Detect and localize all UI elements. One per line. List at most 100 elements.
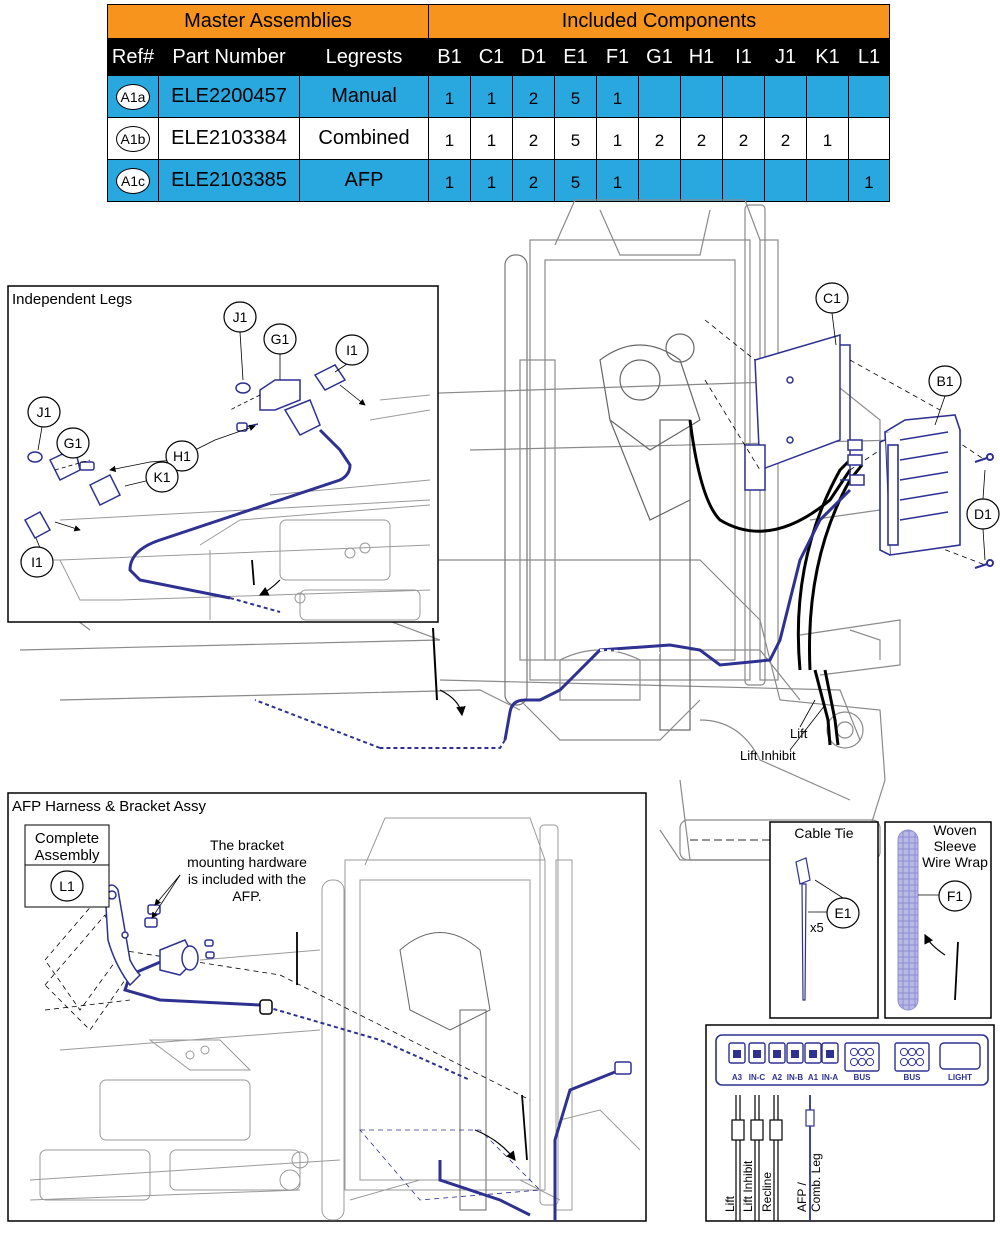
main-harness-black — [688, 419, 864, 746]
component-header-e1: E1 — [554, 38, 597, 76]
master-assemblies-header: Master Assemblies — [107, 4, 429, 39]
port-label: A2 — [772, 1073, 783, 1082]
woven-sleeve-tie — [924, 933, 959, 1001]
qty-cell: 1 — [848, 159, 890, 202]
component-header-d1: D1 — [512, 38, 555, 76]
part-number-cell: ELE2200457 — [158, 75, 300, 118]
svg-text:is included with the: is included with the — [188, 871, 307, 887]
svg-text:Recline: Recline — [760, 1172, 774, 1212]
callout-h1 — [165, 440, 199, 472]
master-assemblies-table: Master Assemblies Included Components Re… — [107, 4, 890, 202]
svg-text:Wire Wrap: Wire Wrap — [922, 854, 988, 870]
callout-leader — [831, 312, 837, 346]
lift-label: Lift — [790, 726, 808, 741]
svg-text:Comb. Leg: Comb. Leg — [809, 1153, 823, 1212]
qty-cell — [848, 75, 890, 118]
afp-dashed-outlines — [44, 889, 541, 1201]
svg-text:AFP /: AFP / — [795, 1182, 809, 1212]
callout-label-c1: C1 — [823, 290, 841, 306]
complete-assembly-line2: Assembly — [34, 847, 100, 864]
qty-cell — [806, 159, 849, 202]
connector-wires — [731, 1095, 815, 1221]
qty-cell: 1 — [428, 159, 471, 202]
svg-text:Woven: Woven — [933, 822, 976, 838]
callout-label-i1-top: I1 — [346, 342, 358, 358]
qty-cell: 2 — [512, 117, 555, 160]
woven-sleeve-title: Woven Sleeve Wire Wrap — [922, 822, 988, 870]
ref-cell: A1b — [107, 117, 159, 160]
port-label: LIGHT — [948, 1073, 972, 1082]
qty-cell: 2 — [722, 117, 765, 160]
main-harness-blue — [254, 488, 852, 749]
qty-cell — [722, 75, 765, 118]
qty-cell: 1 — [596, 159, 639, 202]
ref-badge: A1c — [116, 167, 150, 194]
bracket-note: The bracket mounting hardware is include… — [187, 837, 307, 904]
component-header-i1: I1 — [722, 38, 765, 76]
cable-tie-title: Cable Tie — [794, 825, 853, 841]
part-number-cell: ELE2103385 — [158, 159, 300, 202]
callout-g1-top — [263, 323, 297, 355]
legrests-cell: Manual — [299, 75, 429, 118]
bracket-note-leaders — [151, 874, 181, 919]
port-label: A1 — [808, 1073, 819, 1082]
cable-tie-qty: x5 — [810, 920, 824, 935]
component-header-h1: H1 — [680, 38, 723, 76]
afp-harness-title: AFP Harness & Bracket Assy — [12, 798, 206, 815]
qty-cell — [680, 159, 723, 202]
port-label: IN-A — [822, 1073, 839, 1082]
callout-label-j1-left: J1 — [37, 404, 52, 420]
c1-bracket — [744, 333, 851, 491]
svg-text:Lift Inhibit: Lift Inhibit — [741, 1160, 755, 1212]
port-bus-7 — [894, 1042, 930, 1072]
part-number-cell: ELE2103384 — [158, 117, 300, 160]
cable-tie-inset — [769, 821, 879, 1019]
qty-cell: 5 — [554, 75, 597, 118]
d1-screws — [974, 453, 994, 569]
callout-label-g1-left: G1 — [64, 435, 83, 451]
included-components-header: Included Components — [428, 4, 890, 39]
independent-legs-title: Independent Legs — [12, 291, 132, 308]
callout-j1-top — [223, 301, 257, 333]
port-label: IN-C — [749, 1073, 766, 1082]
component-header-f1: F1 — [596, 38, 639, 76]
independent-legs-parts — [23, 364, 347, 540]
ref-badge: A1b — [116, 125, 150, 152]
legrests-cell: Combined — [299, 117, 429, 160]
afp-bracket-parts — [104, 884, 632, 1075]
callout-j1-left — [27, 396, 61, 428]
callout-i1-top — [335, 334, 369, 366]
afp-cable-ties — [296, 932, 528, 1161]
afp-chassis-drawing — [29, 817, 641, 1221]
port-light-8 — [939, 1042, 981, 1070]
qty-cell: 2 — [638, 117, 681, 160]
component-header-c1: C1 — [470, 38, 513, 76]
callout-label-d1: D1 — [974, 506, 992, 522]
qty-cell: 1 — [470, 159, 513, 202]
callout-leader — [982, 528, 986, 561]
port-label: IN-B — [787, 1073, 804, 1082]
column-header-1: Part Number — [158, 38, 300, 76]
port-label: A3 — [732, 1073, 743, 1082]
qty-cell: 2 — [680, 117, 723, 160]
independent-legs-harness — [128, 428, 352, 613]
afp-harness — [123, 958, 621, 1221]
callout-label-k1: K1 — [153, 469, 170, 485]
port-label: BUS — [904, 1073, 922, 1082]
chassis-cable-tie — [432, 627, 466, 717]
qty-cell: 1 — [596, 75, 639, 118]
qty-cell — [638, 159, 681, 202]
qty-cell — [764, 159, 807, 202]
svg-text:Lift: Lift — [723, 1195, 737, 1212]
qty-cell — [638, 75, 681, 118]
svg-text:AFP.: AFP. — [232, 888, 261, 904]
port-label: BUS — [854, 1073, 872, 1082]
lift-inhibit-label: Lift Inhibit — [740, 748, 796, 763]
component-header-l1: L1 — [848, 38, 890, 76]
cable-tie-drawing — [795, 857, 811, 1001]
qty-cell — [764, 75, 807, 118]
